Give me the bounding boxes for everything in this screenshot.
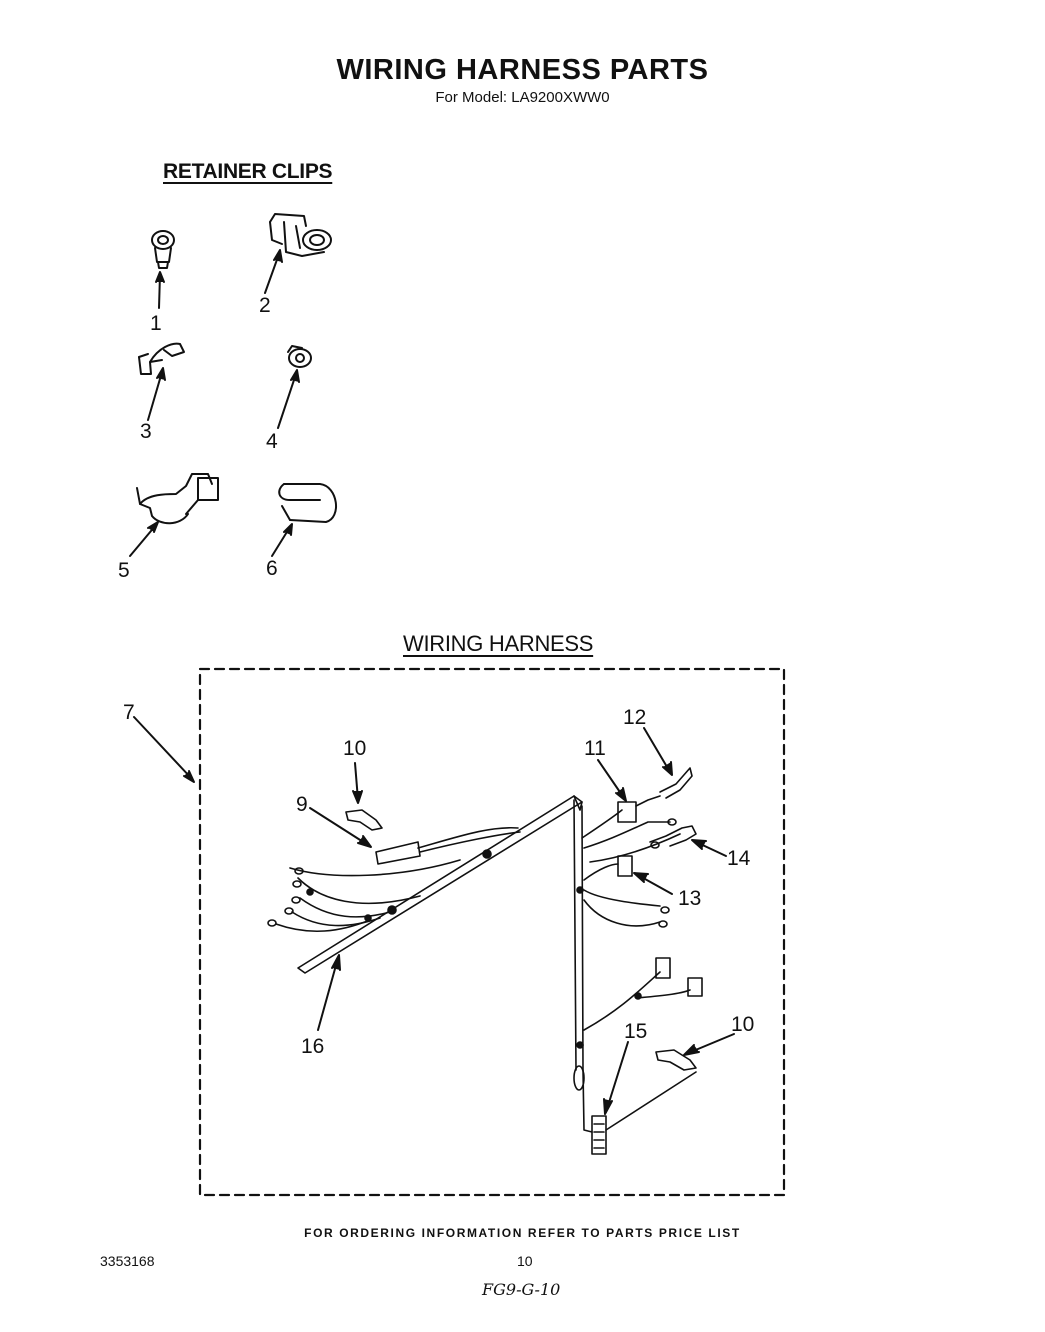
callout-10-upper: 10 bbox=[343, 737, 366, 760]
clip-6-drawing bbox=[278, 483, 338, 523]
callout-6: 6 bbox=[266, 557, 278, 580]
callout-7: 7 bbox=[123, 701, 135, 724]
callout-14: 14 bbox=[727, 847, 751, 870]
clip-1-drawing bbox=[151, 230, 175, 269]
clip-4-drawing bbox=[287, 345, 312, 368]
callout-11: 11 bbox=[584, 737, 606, 760]
model-subtitle: For Model: LA9200XWW0 bbox=[435, 89, 610, 106]
callout-13: 13 bbox=[678, 887, 701, 910]
callout-5: 5 bbox=[118, 559, 130, 582]
callout-7-arrow bbox=[133, 716, 193, 780]
callout-15: 15 bbox=[624, 1020, 647, 1043]
callout-2: 2 bbox=[259, 294, 271, 317]
ordering-note: FOR ORDERING INFORMATION REFER TO PARTS … bbox=[304, 1226, 741, 1240]
page-number: 10 bbox=[517, 1253, 533, 1269]
callout-1: 1 bbox=[150, 312, 162, 335]
harness-frame bbox=[198, 667, 786, 1197]
wiring-harness-heading: WIRING HARNESS bbox=[403, 631, 594, 656]
clip-2-drawing bbox=[269, 213, 332, 257]
harness-callout-arrows bbox=[309, 727, 735, 1115]
retainer-clips-heading: RETAINER CLIPS bbox=[163, 160, 333, 183]
handwritten-note: FG9-G-10 bbox=[482, 1280, 561, 1299]
clip-arrows bbox=[129, 249, 300, 557]
callout-10-lower: 10 bbox=[731, 1013, 754, 1036]
callout-16: 16 bbox=[301, 1035, 324, 1058]
callout-4: 4 bbox=[266, 430, 278, 453]
callout-9: 9 bbox=[296, 793, 308, 816]
callout-12: 12 bbox=[623, 706, 646, 729]
document-number: 3353168 bbox=[100, 1253, 155, 1269]
page-title: WIRING HARNESS PARTS bbox=[336, 54, 709, 86]
harness-drawing bbox=[267, 767, 703, 1155]
clip-5-drawing bbox=[136, 473, 219, 525]
callout-3: 3 bbox=[140, 420, 152, 443]
clip-3-drawing bbox=[138, 342, 185, 375]
